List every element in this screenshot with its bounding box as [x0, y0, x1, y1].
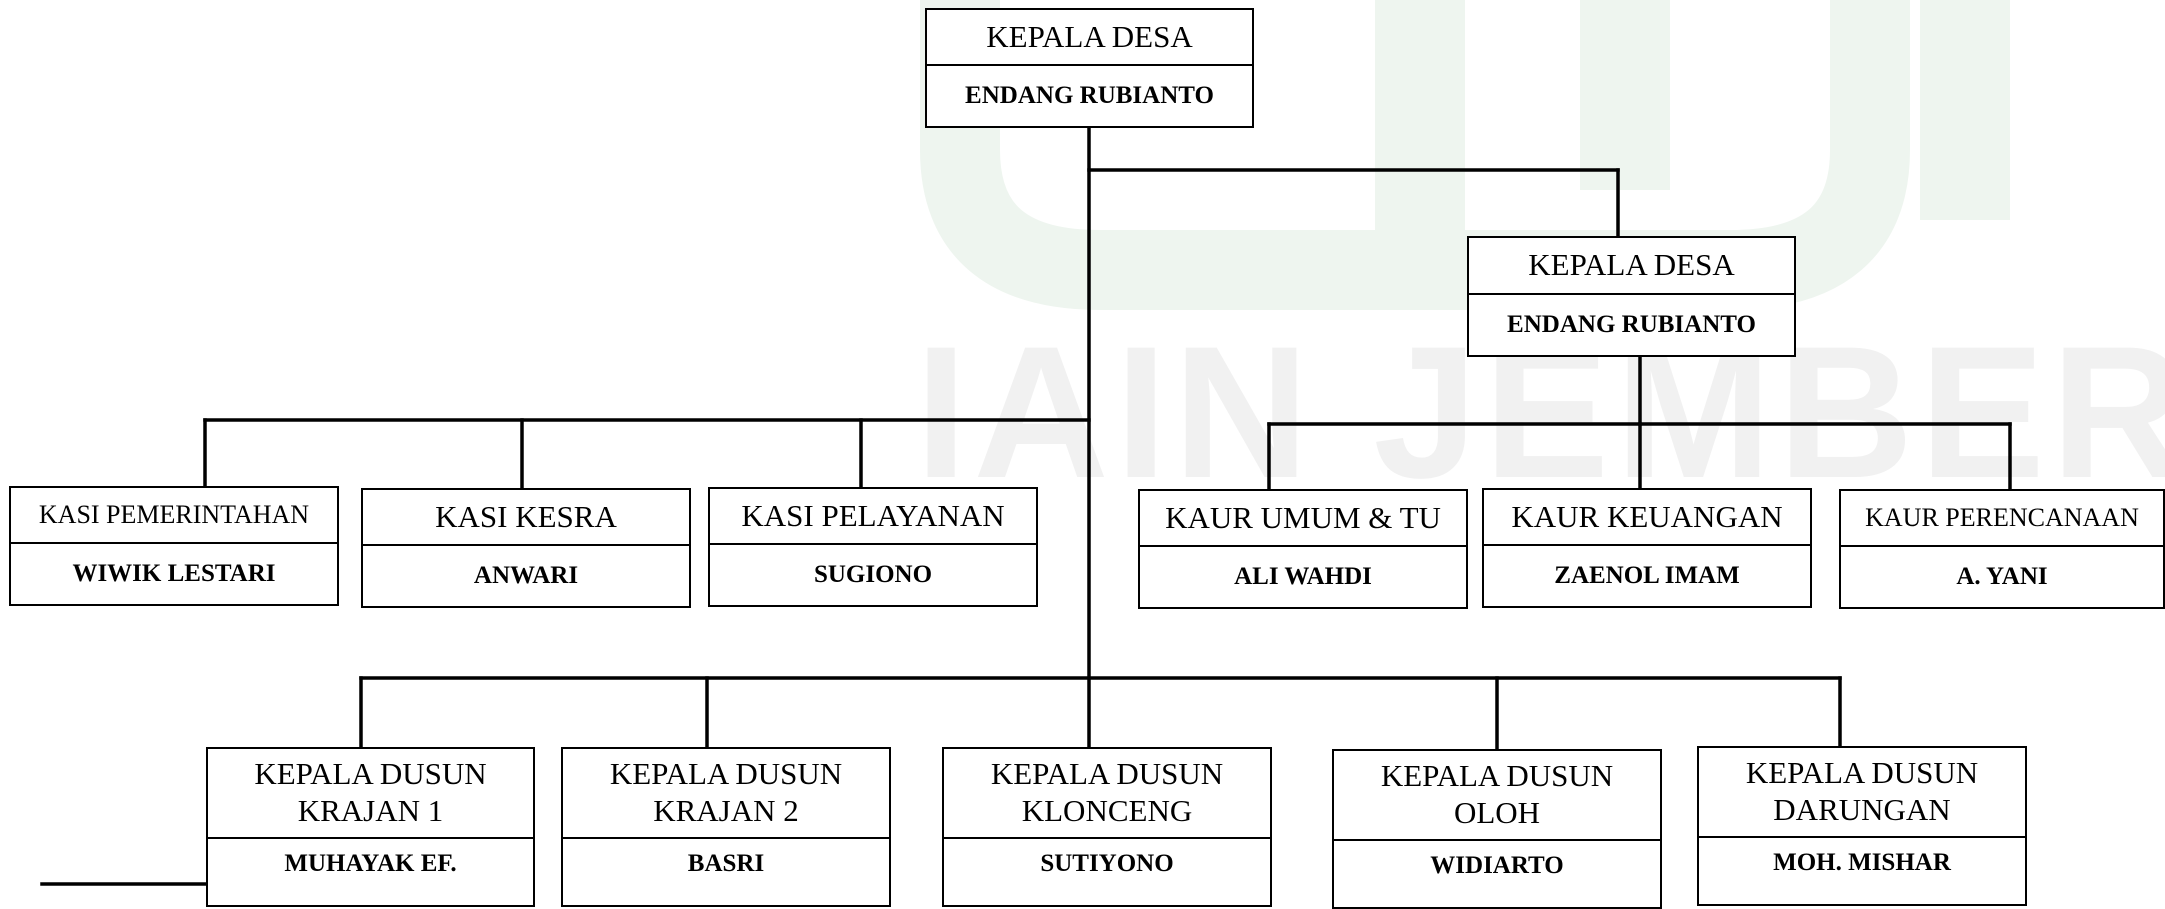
dusun-title: KEPALA DUSUN KRAJAN 1 — [208, 749, 533, 839]
kasi-box: KASI PEMERINTAHAN WIWIK LESTARI — [9, 486, 339, 606]
dusun-box: KEPALA DUSUN OLOH WIDIARTO — [1332, 749, 1662, 909]
kasi-title: KASI KESRA — [363, 490, 689, 546]
head-title: KEPALA DESA — [927, 10, 1252, 66]
secretary-title: KEPALA DESA — [1469, 238, 1794, 295]
secretary-box: KEPALA DESA ENDANG RUBIANTO — [1467, 236, 1796, 357]
secretary-name: ENDANG RUBIANTO — [1507, 311, 1756, 338]
kaur-title: KAUR PERENCANAAN — [1841, 491, 2163, 547]
dusun-box: KEPALA DUSUN KLONCENG SUTIYONO — [942, 747, 1272, 907]
kaur-box: KAUR PERENCANAAN A. YANI — [1839, 489, 2165, 609]
dusun-title: KEPALA DUSUN OLOH — [1334, 751, 1660, 841]
kasi-title: KASI PELAYANAN — [710, 489, 1036, 545]
dusun-title: KEPALA DUSUN KLONCENG — [944, 749, 1270, 839]
kasi-name: ANWARI — [473, 562, 579, 589]
kasi-box: KASI KESRA ANWARI — [361, 488, 691, 608]
dusun-name: SUTIYONO — [1040, 850, 1174, 877]
kasi-box: KASI PELAYANAN SUGIONO — [708, 487, 1038, 607]
kasi-name: SUGIONO — [813, 561, 933, 588]
dusun-name: BASRI — [687, 850, 765, 877]
kaur-name: ZAENOL IMAM — [1554, 562, 1740, 589]
kaur-name: ALI WAHDI — [1234, 563, 1372, 590]
dusun-box: KEPALA DUSUN DARUNGAN MOH. MISHAR — [1697, 746, 2027, 906]
dusun-title: KEPALA DUSUN KRAJAN 2 — [563, 749, 889, 839]
head-box: KEPALA DESA ENDANG RUBIANTO — [925, 8, 1254, 128]
head-name: ENDANG RUBIANTO — [965, 82, 1214, 109]
dusun-name: MOH. MISHAR — [1773, 849, 1951, 876]
dusun-box: KEPALA DUSUN KRAJAN 1 MUHAYAK EF. — [206, 747, 535, 907]
dusun-name: WIDIARTO — [1430, 852, 1564, 879]
dusun-title: KEPALA DUSUN DARUNGAN — [1699, 748, 2025, 838]
kasi-name: WIWIK LESTARI — [72, 560, 276, 587]
kaur-name: A. YANI — [1956, 563, 2048, 590]
kaur-box: KAUR UMUM & TU ALI WAHDI — [1138, 489, 1468, 609]
dusun-box: KEPALA DUSUN KRAJAN 2 BASRI — [561, 747, 891, 907]
kasi-title: KASI PEMERINTAHAN — [11, 488, 337, 544]
kaur-title: KAUR KEUANGAN — [1484, 490, 1810, 546]
kaur-box: KAUR KEUANGAN ZAENOL IMAM — [1482, 488, 1812, 608]
dusun-name: MUHAYAK EF. — [284, 850, 457, 877]
kaur-title: KAUR UMUM & TU — [1140, 491, 1466, 547]
